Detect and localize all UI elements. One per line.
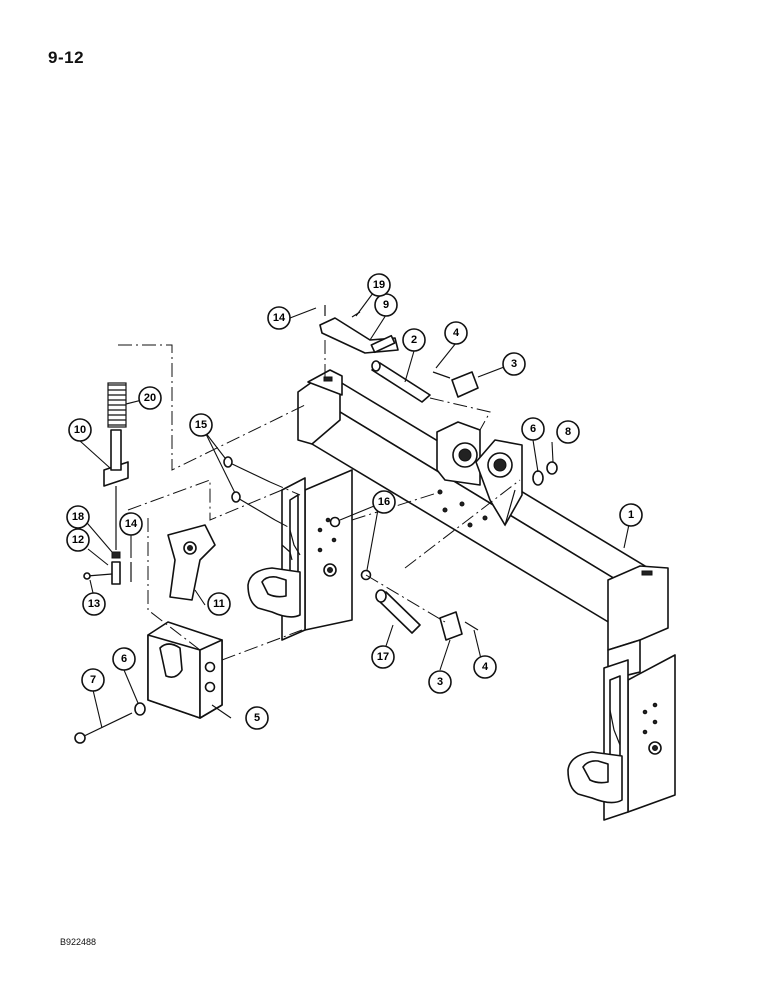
callout-15: 15 — [189, 413, 213, 437]
retainer-plate-3-upper — [432, 371, 479, 398]
callout-13: 13 — [82, 592, 106, 616]
svg-text:14: 14 — [273, 312, 286, 324]
svg-text:3: 3 — [511, 358, 517, 370]
svg-text:15: 15 — [195, 419, 207, 431]
svg-text:5: 5 — [254, 712, 260, 724]
callout-7: 7 — [81, 668, 105, 692]
svg-text:6: 6 — [121, 653, 127, 665]
callout-6-right: 6 — [521, 417, 545, 441]
svg-text:8: 8 — [565, 426, 571, 438]
callout-4-upper: 4 — [444, 321, 468, 345]
callout-14-top: 14 — [267, 306, 291, 330]
svg-text:4: 4 — [453, 327, 460, 339]
svg-text:1: 1 — [628, 509, 634, 521]
nuts-16 — [329, 516, 372, 581]
svg-text:16: 16 — [378, 496, 390, 508]
callout-6-left: 6 — [112, 647, 136, 671]
latch-lever-9 — [319, 305, 399, 354]
svg-text:13: 13 — [88, 598, 100, 610]
svg-text:10: 10 — [74, 424, 86, 436]
callout-5: 5 — [245, 706, 269, 730]
callout-2: 2 — [402, 328, 426, 352]
bolts-15 — [223, 456, 276, 521]
latch-handle-11 — [167, 524, 216, 601]
svg-text:20: 20 — [144, 392, 156, 404]
callout-18: 18 — [66, 505, 90, 529]
callout-10: 10 — [68, 418, 92, 442]
figure-code: B922488 — [60, 937, 97, 947]
callout-9: 9 — [374, 293, 398, 317]
svg-text:2: 2 — [411, 334, 417, 346]
callout-17: 17 — [371, 645, 395, 669]
callout-20: 20 — [138, 386, 162, 410]
retainer-plate-3-lower — [439, 611, 479, 641]
svg-text:4: 4 — [482, 661, 489, 673]
svg-text:11: 11 — [213, 598, 225, 610]
callout-1: 1 — [619, 503, 643, 527]
spring-20 — [107, 382, 127, 428]
callout-4-lower: 4 — [473, 655, 497, 679]
svg-text:9: 9 — [383, 299, 389, 311]
long-bolt-7 — [74, 702, 146, 744]
svg-text:17: 17 — [377, 651, 389, 663]
svg-text:6: 6 — [530, 423, 536, 435]
assembly-lines — [118, 340, 521, 661]
callout-3-upper: 3 — [502, 352, 526, 376]
callout-11: 11 — [207, 592, 231, 616]
svg-text:12: 12 — [72, 534, 84, 546]
svg-text:19: 19 — [373, 279, 385, 291]
svg-text:3: 3 — [437, 676, 443, 688]
svg-text:14: 14 — [125, 518, 138, 530]
svg-text:18: 18 — [72, 511, 84, 523]
pin-17 — [375, 589, 421, 634]
page-number: 9-12 — [48, 48, 85, 67]
callout-8: 8 — [556, 420, 580, 444]
callout-14-left: 14 — [119, 512, 143, 536]
callout-16: 16 — [372, 490, 396, 514]
svg-text:7: 7 — [90, 674, 96, 686]
hook-plate-5 — [147, 621, 223, 719]
spring-rod-assembly — [83, 382, 132, 585]
callout-19: 19 — [367, 273, 391, 297]
callout-12: 12 — [66, 528, 90, 552]
pin-2 — [371, 360, 431, 403]
quick-hitch-frame — [247, 369, 676, 821]
callout-3-lower: 3 — [428, 670, 452, 694]
